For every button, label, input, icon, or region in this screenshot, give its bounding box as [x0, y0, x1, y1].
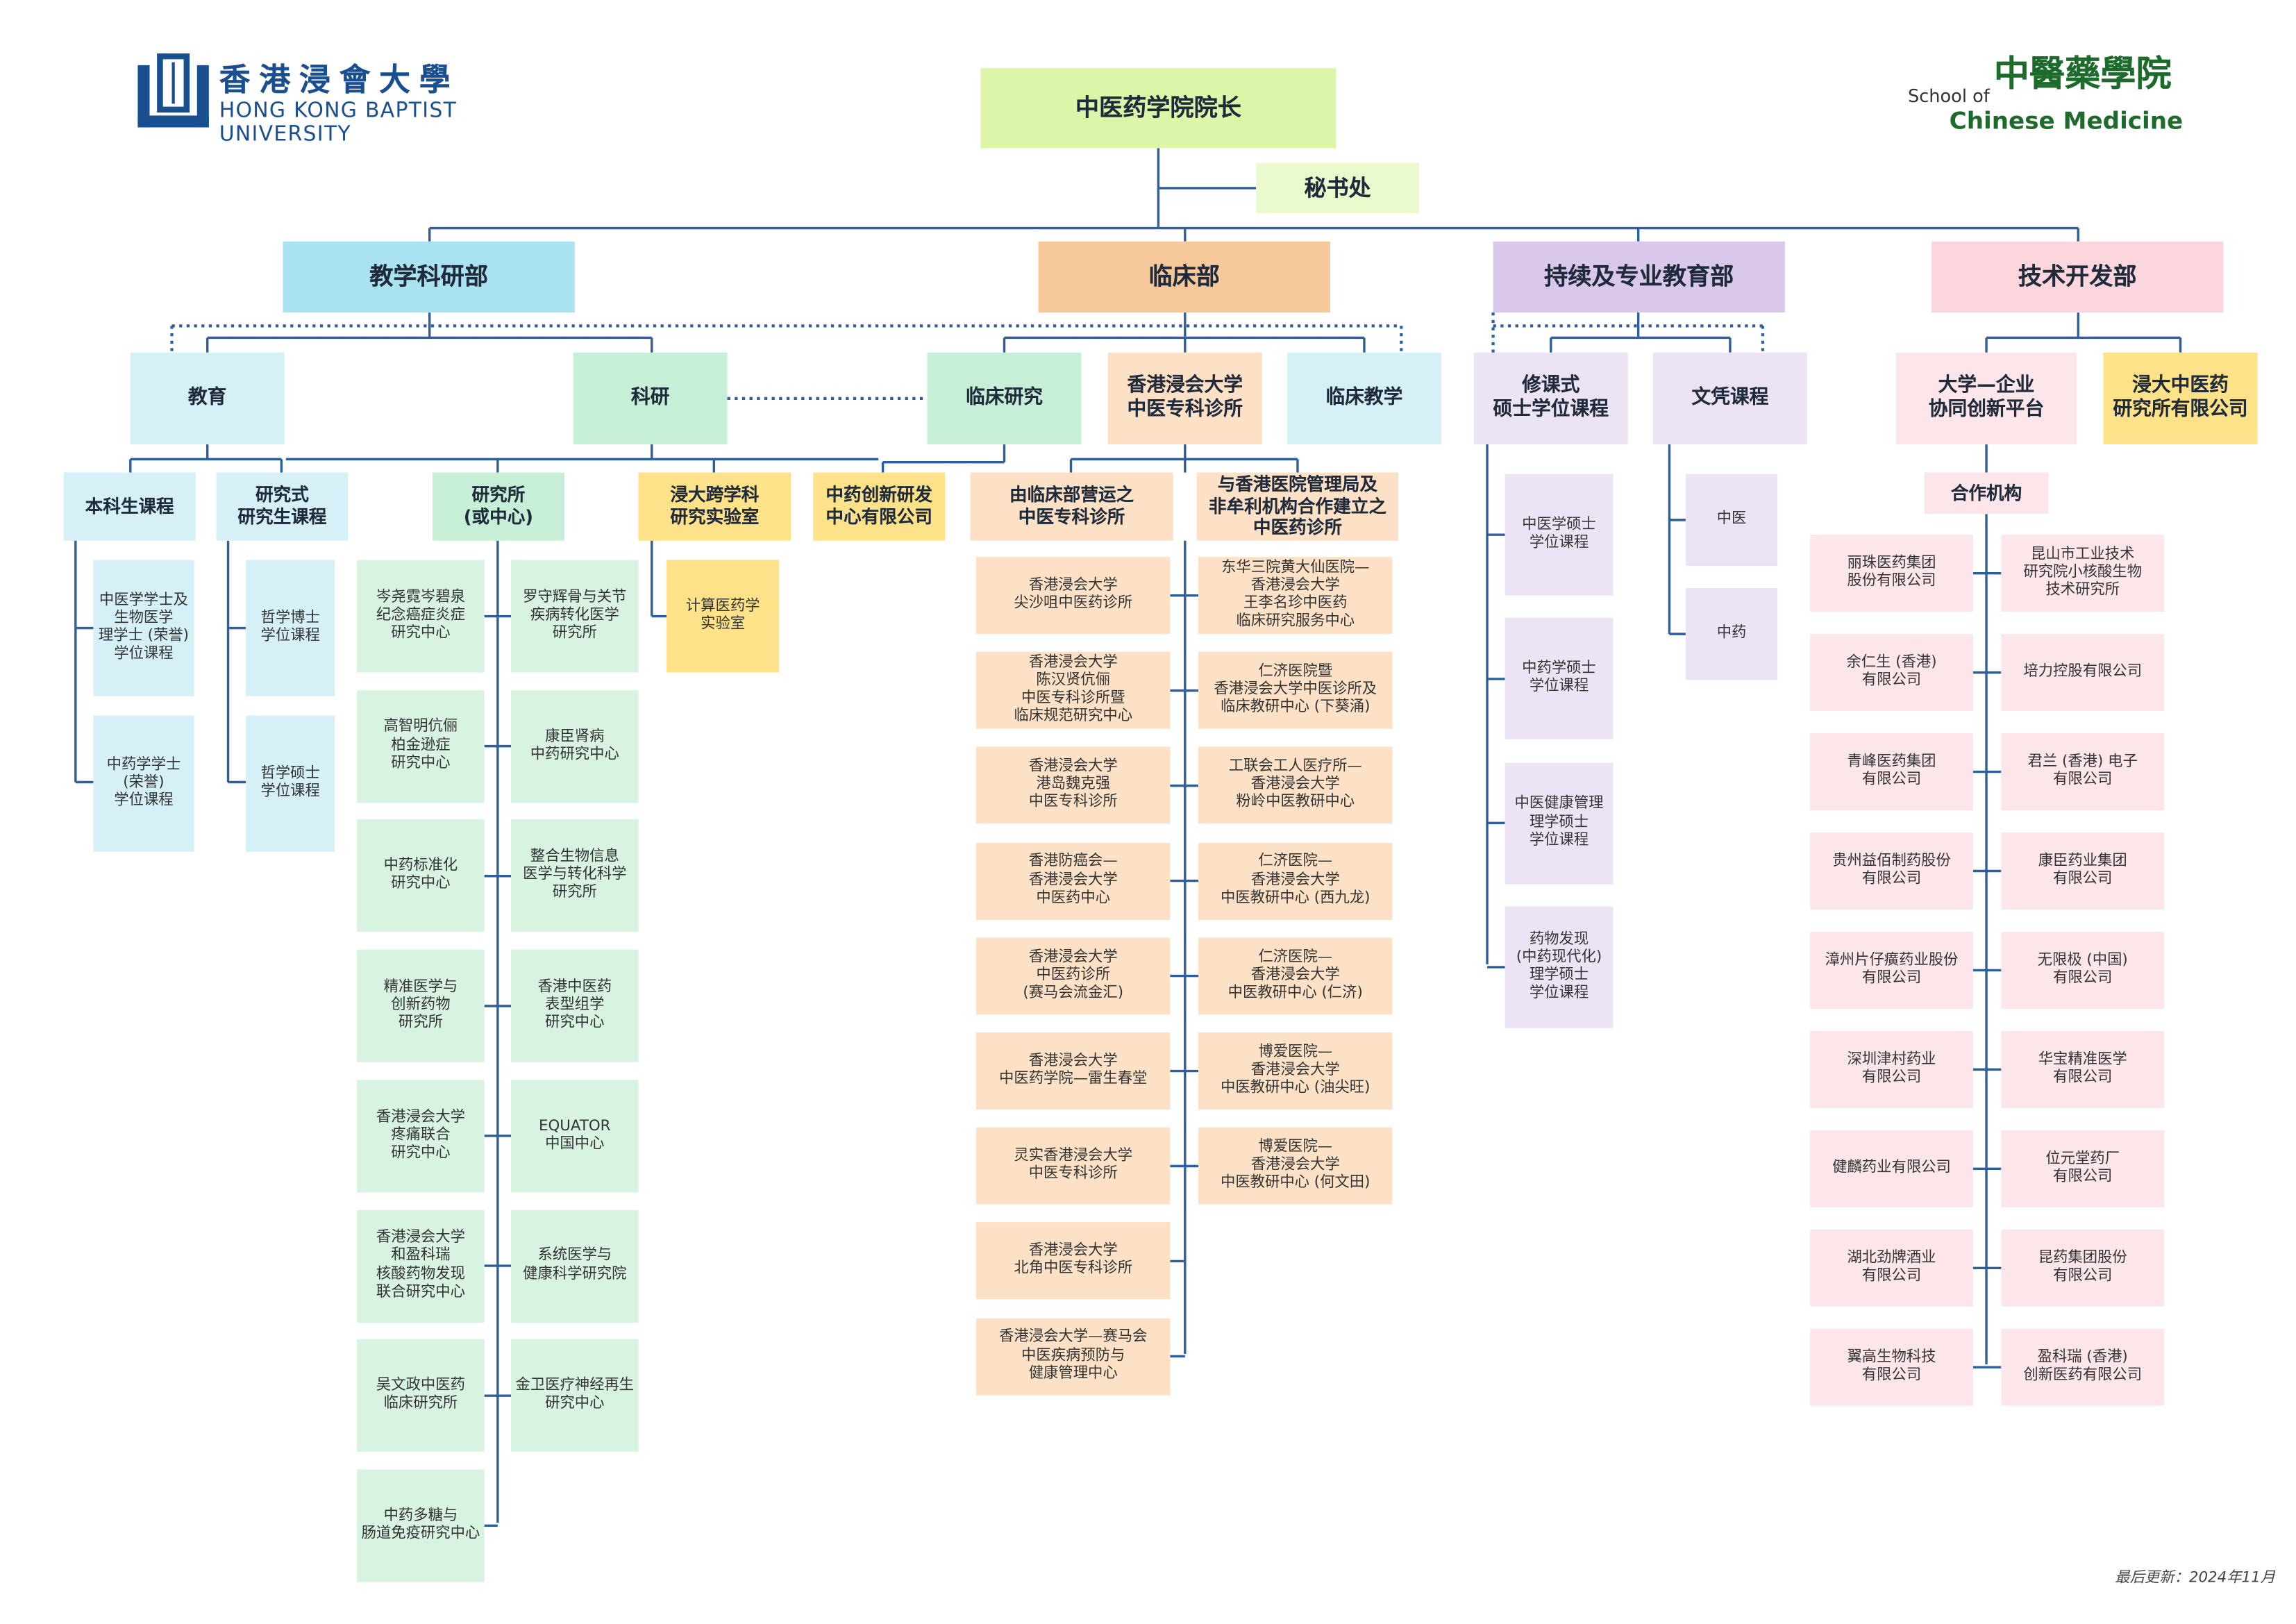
- research-institute: 中药标准化 研究中心: [357, 819, 485, 932]
- unit-university-enterprise-platform: 大学—企业 协同创新平台: [1895, 352, 2077, 445]
- research-institute: 系统医学与 健康科学研究院: [511, 1209, 639, 1323]
- research-institute: 整合生物信息 医学与转化科学 研究所: [511, 819, 639, 932]
- clinic-item: 仁济医院— 香港浸会大学 中医教研中心 (西九龙): [1198, 842, 1393, 920]
- partner-company: 昆山市工业技术 研究院小核酸生物 技术研究所: [2001, 535, 2165, 612]
- research-institute: 罗守辉骨与关节 疾病转化医学 研究所: [511, 560, 639, 673]
- clinic-item: 仁济医院暨 香港浸会大学中医诊所及 临床教研中心 (下葵涌): [1198, 652, 1393, 730]
- sub-partners: 合作机构: [1924, 472, 2049, 514]
- clinic-item: 香港浸会大学 陈汉贤伉俪 中医专科诊所暨 临床规范研究中心: [975, 652, 1171, 730]
- research-institute: 香港中医药 表型组学 研究中心: [511, 949, 639, 1062]
- clinic-item: 香港浸会大学 中医药诊所 (赛马会流金汇): [975, 937, 1171, 1015]
- masters-program: 中医学硕士 学位课程: [1505, 474, 1614, 596]
- partner-company: 无限极 (中国) 有限公司: [2001, 931, 2165, 1009]
- research-institute: 高智明伉俪 柏金逊症 研究中心: [357, 689, 485, 803]
- hkbu-emblem-icon: [137, 53, 209, 128]
- research-institute: 精准医学与 创新药物 研究所: [357, 949, 485, 1062]
- clinic-item: 博爱医院— 香港浸会大学 中医教研中心 (油尖旺): [1198, 1032, 1393, 1110]
- sub-undergraduate: 本科生课程: [63, 472, 196, 541]
- sub-ha-clinics: 与香港医院管理局及 非牟利机构合作建立之 中医药诊所: [1196, 472, 1399, 541]
- masters-program: 药物发现 (中药现代化) 理学硕士 学位课程: [1505, 906, 1614, 1028]
- hkbu-logo: 香港浸會大學 HONG KONG BAPTIST UNIVERSITY: [136, 53, 580, 147]
- postgrad-program: 哲学硕士 学位课程: [246, 715, 335, 852]
- research-institute: 金卫医疗神经再生 研究中心: [511, 1339, 639, 1453]
- clinic-item: 香港防癌会— 香港浸会大学 中医药中心: [975, 842, 1171, 920]
- unit-certificate-courses: 文凭课程: [1652, 352, 1807, 445]
- undergrad-program: 中医学学士及 生物医学 理学士 (荣誉) 学位课程: [93, 560, 194, 696]
- clinic-item: 香港浸会大学 北角中医专科诊所: [975, 1222, 1171, 1300]
- partner-company: 深圳津村药业 有限公司: [1810, 1030, 1973, 1108]
- clinic-item: 东华三院黄大仙医院— 香港浸会大学 王李名珍中医药 临床研究服务中心: [1198, 557, 1393, 635]
- partner-company: 丽珠医药集团 股份有限公司: [1810, 535, 1973, 612]
- scm-english-name: Chinese Medicine: [1949, 106, 2184, 135]
- unit-taught-masters: 修课式 硕士学位课程: [1473, 352, 1628, 445]
- sub-cross-discipline-lab: 浸大跨学科 研究实验室: [638, 472, 791, 541]
- research-institute: 中药多糖与 肠道免疫研究中心: [357, 1469, 485, 1582]
- partner-company: 健麟药业有限公司: [1810, 1130, 1973, 1207]
- unit-education: 教育: [130, 352, 285, 445]
- unit-clinical-teaching: 临床教学: [1287, 352, 1441, 445]
- partner-company: 青峰医药集团 有限公司: [1810, 733, 1973, 811]
- secretariat-box: 秘书处: [1256, 162, 1419, 214]
- undergrad-program: 中药学学士 (荣誉) 学位课程: [93, 715, 194, 852]
- certificate-program: 中医: [1685, 474, 1778, 566]
- partner-company: 盈科瑞 (香港) 创新医药有限公司: [2001, 1328, 2165, 1406]
- partner-company: 位元堂药厂 有限公司: [2001, 1130, 2165, 1207]
- partner-company: 湖北劲牌酒业 有限公司: [1810, 1229, 1973, 1307]
- clinic-item: 博爱医院— 香港浸会大学 中医教研中心 (何文田): [1198, 1127, 1393, 1205]
- sub-postgraduate-research: 研究式 研究生课程: [216, 472, 349, 541]
- certificate-program: 中药: [1685, 587, 1778, 680]
- hkbu-chinese-name: 香港浸會大學: [219, 60, 460, 98]
- partner-company: 漳州片仔癀药业股份 有限公司: [1810, 931, 1973, 1009]
- clinic-item: 香港浸会大学 港岛魏克强 中医专科诊所: [975, 747, 1171, 825]
- scm-school-of: School of: [1907, 85, 1990, 107]
- hkbu-english-name: HONG KONG BAPTIST UNIVERSITY: [219, 99, 458, 147]
- partner-company: 华宝精准医学 有限公司: [2001, 1030, 2165, 1108]
- clinic-item: 工联会工人医疗所— 香港浸会大学 粉岭中医教研中心: [1198, 747, 1393, 825]
- scm-logo: School of 中醫藥學院 Chinese Medicine: [1905, 44, 2202, 140]
- sub-institutes: 研究所 (或中心): [432, 472, 564, 541]
- clinic-item: 灵实香港浸会大学 中医专科诊所: [975, 1127, 1171, 1205]
- partner-company: 培力控股有限公司: [2001, 634, 2165, 712]
- masters-program: 中医健康管理 理学硕士 学位课程: [1505, 762, 1614, 884]
- research-institute: 香港浸会大学 和盈科瑞 核酸药物发现 联合研究中心: [357, 1209, 485, 1323]
- partner-company: 昆药集团股份 有限公司: [2001, 1229, 2165, 1307]
- clinic-item: 香港浸会大学 尖沙咀中医药诊所: [975, 557, 1171, 635]
- research-lab: 计算医药学 实验室: [667, 560, 780, 673]
- dept-continuing-education: 持续及专业教育部: [1493, 241, 1785, 313]
- dept-clinical: 临床部: [1038, 241, 1330, 313]
- unit-hkbu-clinics: 香港浸会大学 中医专科诊所: [1107, 352, 1262, 445]
- research-institute: EQUATOR 中国中心: [511, 1079, 639, 1193]
- scm-chinese-name: 中醫藥學院: [1993, 51, 2172, 95]
- research-institute: 吴文政中医药 临床研究所: [357, 1339, 485, 1453]
- unit-research: 科研: [573, 352, 728, 445]
- clinic-item: 香港浸会大学 中医药学院—雷生春堂: [975, 1032, 1171, 1110]
- dept-technology-development: 技术开发部: [1932, 241, 2224, 313]
- clinic-item: 仁济医院— 香港浸会大学 中医教研中心 (仁济): [1198, 937, 1393, 1015]
- partner-company: 君兰 (香港) 电子 有限公司: [2001, 733, 2165, 811]
- partner-company: 翼高生物科技 有限公司: [1810, 1328, 1973, 1406]
- research-institute: 香港浸会大学 疼痛联合 研究中心: [357, 1079, 485, 1193]
- dept-teaching-research: 教学科研部: [283, 241, 575, 313]
- masters-program: 中药学硕士 学位课程: [1505, 618, 1614, 740]
- sub-own-clinics: 由临床部营运之 中医专科诊所: [970, 472, 1173, 541]
- partner-company: 康臣药业集团 有限公司: [2001, 832, 2165, 910]
- partner-company: 余仁生 (香港) 有限公司: [1810, 634, 1973, 712]
- research-institute: 康臣肾病 中药研究中心: [511, 689, 639, 803]
- last-updated: 最后更新：2024年11月: [2115, 1570, 2276, 1587]
- unit-clinical-research: 临床研究: [927, 352, 1082, 445]
- clinic-item: 香港浸会大学—赛马会 中医疾病预防与 健康管理中心: [975, 1317, 1171, 1395]
- unit-hkbu-cm-institute: 浸大中医药 研究所有限公司: [2103, 352, 2258, 445]
- partner-company: 贵州益佰制药股份 有限公司: [1810, 832, 1973, 910]
- sub-innovation-center: 中药创新研发 中心有限公司: [813, 472, 946, 541]
- postgrad-program: 哲学博士 学位课程: [246, 560, 335, 696]
- dean-box: 中医药学院院长: [980, 68, 1336, 149]
- research-institute: 岑尧霓岑碧泉 纪念癌症炎症 研究中心: [357, 560, 485, 673]
